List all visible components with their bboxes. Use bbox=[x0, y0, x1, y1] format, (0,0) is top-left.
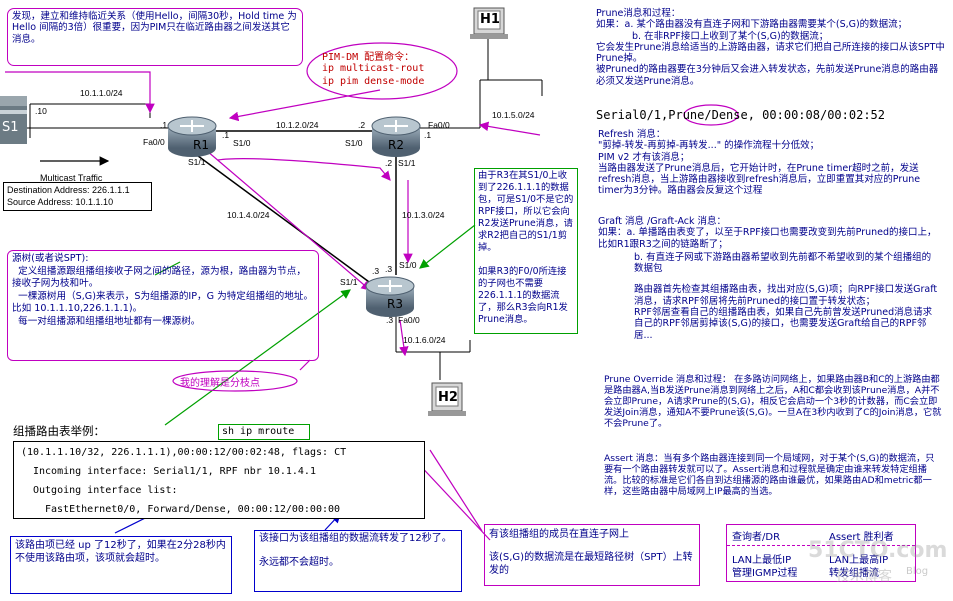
serial-prune: Prune bbox=[668, 108, 705, 122]
uptime-note: 该路由项已经 up 了12秒了，如果在2分28秒内不使用该路由项，该项就会超时。 bbox=[10, 536, 232, 594]
lan-segment-s1 bbox=[27, 103, 180, 138]
pim-config-ellipse bbox=[306, 42, 458, 100]
prune-override-note: Prune Override 消息和过程： 在多路访问网络上，如果路由器B和C的… bbox=[604, 374, 942, 429]
assert-note: Assert 消息：当有多个路由器连接到同一个局域网，对于某个(S,G)的数据流… bbox=[604, 453, 935, 497]
source-tree-note: 源树(或者说SPT): 定义组播源跟组播组接收子网之间的路径，源为根，路由器为节… bbox=[7, 250, 319, 361]
label-r1-s10: S1/0 bbox=[233, 138, 251, 148]
prune-cond-a: 如果：a. 某个路由器没有直连子网和下游路由器需要某个(S,G)的数据流； bbox=[596, 19, 908, 31]
label-r1-s11: S1/1 bbox=[188, 157, 206, 167]
member-note: 有该组播组的成员在直连子网上 bbox=[489, 529, 629, 540]
prune-flow-arrows bbox=[5, 71, 541, 541]
label-r1-fa0: Fa0/0 bbox=[143, 137, 165, 147]
multicast-box: Destination Address: 226.1.1.1 Source Ad… bbox=[3, 182, 152, 211]
pim-config-line-1: ip multicast-rout bbox=[322, 63, 425, 74]
forward-note: 该接口为该组播组的数据流转发了12秒了。 永远都不会超时。 bbox=[254, 530, 462, 592]
router-r2-name: R2 bbox=[388, 138, 404, 152]
annotation-arrows-green bbox=[154, 224, 476, 426]
graft-body: 路由器首先检查其组播路由表，找出对应(S,G)项；向RPF接口发送Graft消息… bbox=[634, 284, 938, 341]
host-h1-name: H1 bbox=[480, 12, 500, 27]
graft-cond-b: b. 有直连子网或下游路由器希望收到先前都不希望收到的某个组播组的数据包 bbox=[634, 251, 932, 275]
host-h2-name: H2 bbox=[438, 390, 458, 405]
prune-body: 它会发生Prune消息给适当的上游路由器，请求它们把自己所连接的接口从该SPT中… bbox=[596, 41, 945, 87]
graft-cond-a: 如果：a. 单播路由表变了，以至于RPF接口也需要改变到先前Pruned的接口上… bbox=[598, 227, 937, 250]
member-spt-note: 有该组播组的成员在直连子网上 该(S,G)的数据流是在最短路径树（SPT）上转发… bbox=[484, 524, 700, 586]
label-net-h2: 10.1.6.0/24 bbox=[403, 335, 446, 345]
router-r3-name: R3 bbox=[387, 297, 403, 311]
mroute-incoming: Incoming interface: Serial1/1, RPF nbr 1… bbox=[33, 466, 316, 477]
understanding-ellipse bbox=[172, 370, 298, 392]
mroute-outgoing-title: Outgoing interface list: bbox=[33, 485, 178, 496]
table-divider bbox=[727, 545, 915, 546]
prune-cond-b: b. 在非RPF接口上收到了某个(S,G)的数据流； bbox=[632, 30, 829, 42]
watermark-sub: 技术博客 bbox=[836, 569, 892, 585]
spt-note: 该(S,G)的数据流是在最短路径树（SPT）上转发的 bbox=[489, 552, 693, 576]
label-r3-s11-ip: .3 bbox=[372, 266, 379, 276]
label-r3-s10-ip: .3 bbox=[385, 264, 392, 274]
host-h1 bbox=[470, 7, 508, 39]
label-r2-fa0: Fa0/0 bbox=[428, 120, 450, 130]
watermark-blog: Blog bbox=[906, 566, 929, 577]
label-s1-ip: .10 bbox=[35, 106, 47, 116]
label-r3-s11: S1/1 bbox=[340, 277, 358, 287]
table-row2-assert: 转发组播流 bbox=[829, 568, 879, 579]
label-r2-s11: S1/1 bbox=[398, 158, 416, 168]
label-r1-s10-ip: .1 bbox=[222, 130, 229, 140]
label-net-r1r3: 10.1.4.0/24 bbox=[227, 210, 270, 220]
table-row2-dr: 管理IGMP过程 bbox=[732, 568, 798, 579]
mroute-heading: 组播路由表举例： bbox=[13, 424, 105, 438]
switch-s1 bbox=[0, 96, 27, 144]
label-r3-fa0: Fa0/0 bbox=[398, 315, 420, 325]
label-r3-fa-ip: .3 bbox=[386, 315, 393, 325]
mroute-line1-post: , flags: CT bbox=[279, 447, 347, 458]
link-r1-r3 bbox=[189, 149, 381, 291]
label-net-r1r2: 10.1.2.0/24 bbox=[276, 120, 319, 130]
label-net-r2r3: 10.1.3.0/24 bbox=[402, 210, 445, 220]
mroute-command: sh ip mroute bbox=[218, 424, 310, 440]
mroute-uptime: 00:00:12/00:02:48 bbox=[177, 447, 280, 458]
lan-segment-h1 bbox=[420, 36, 543, 129]
router-r3 bbox=[365, 276, 415, 317]
table-header-assert: Assert 胜利者 bbox=[829, 532, 894, 543]
multicast-title: Multicast Traffic bbox=[40, 173, 103, 183]
label-r2-s10: S1/0 bbox=[345, 138, 363, 148]
label-net-s1: 10.1.1.0/24 bbox=[80, 88, 123, 98]
router-r1-name: R1 bbox=[193, 138, 209, 152]
router-r2 bbox=[371, 116, 421, 157]
label-net-h1: 10.1.5.0/24 bbox=[492, 110, 535, 120]
serial-pre: Serial0/1, bbox=[596, 108, 669, 122]
pim-config-line-2: ip pim dense-mode bbox=[322, 76, 425, 87]
mroute-forward-time: 00:00:12/00:00:00 bbox=[237, 504, 341, 515]
serial-prune-line: Serial0/1,Prune/Dense, 00:00:08/00:02:52 bbox=[596, 108, 885, 122]
top-note: 发现，建立和维持临近关系（使用Hello，间隔30秒，Hold time 为He… bbox=[7, 8, 303, 66]
mroute-line1-pre: (10.1.1.10/32, 226.1.1.1), bbox=[21, 447, 178, 458]
pim-config-title: PIM-DM 配置命令： bbox=[322, 52, 415, 63]
refresh-note: Refresh 消息： "剪掉-转发-再剪掉-再转发..." 的操作流程十分低效… bbox=[598, 129, 921, 197]
label-r1-fa-ip: .1 bbox=[160, 120, 167, 130]
table-row1-dr: LAN上最低IP bbox=[732, 555, 792, 566]
multicast-dest: Destination Address: 226.1.1.1 bbox=[7, 185, 130, 195]
table-header-dr: 查询者/DR bbox=[732, 532, 781, 543]
table-row1-assert: LAN上最高IP bbox=[829, 555, 889, 566]
prune-highlight-ellipse bbox=[683, 104, 739, 126]
multicast-src: Source Address: 10.1.1.10 bbox=[7, 197, 114, 207]
mroute-line4-pre: FastEthernet0/0, Forward/Dense, bbox=[45, 504, 232, 515]
label-r2-fa-ip: .1 bbox=[424, 130, 431, 140]
mroute-output: (10.1.1.10/32, 226.1.1.1),00:00:12/00:02… bbox=[13, 441, 425, 519]
prune-title: Prune消息和过程： bbox=[596, 8, 681, 19]
serial-post: /Dense, 00:00:08/00:02:52 bbox=[704, 108, 885, 122]
router-r1 bbox=[167, 116, 217, 157]
graft-title: Graft 消息 /Graft-Ack 消息： bbox=[598, 216, 727, 227]
watermark-logo: 51CTO.com bbox=[808, 538, 948, 563]
my-understanding: 我的理解是分枝点 bbox=[180, 378, 260, 389]
r3-prune-note: 由于R3在其S1/0上收到了226.1.1.1的数据包，可是S1/0不是它的RP… bbox=[474, 168, 578, 334]
host-h2 bbox=[428, 382, 466, 416]
dr-assert-table: 查询者/DR Assert 胜利者 LAN上最低IP LAN上最高IP 管理IG… bbox=[726, 524, 916, 582]
label-r3-s10: S1/0 bbox=[399, 260, 417, 270]
label-r2-s10-ip: .2 bbox=[358, 120, 365, 130]
switch-s1-name: S1 bbox=[2, 120, 19, 135]
label-r2-s11-ip: .2 bbox=[385, 158, 392, 168]
graft-section: Graft 消息 /Graft-Ack 消息： 如果：a. 单播路由表变了，以至… bbox=[598, 216, 940, 341]
right-panel: Prune消息和过程： 如果：a. 某个路由器没有直连子网和下游路由器需要某个(… bbox=[596, 8, 946, 87]
